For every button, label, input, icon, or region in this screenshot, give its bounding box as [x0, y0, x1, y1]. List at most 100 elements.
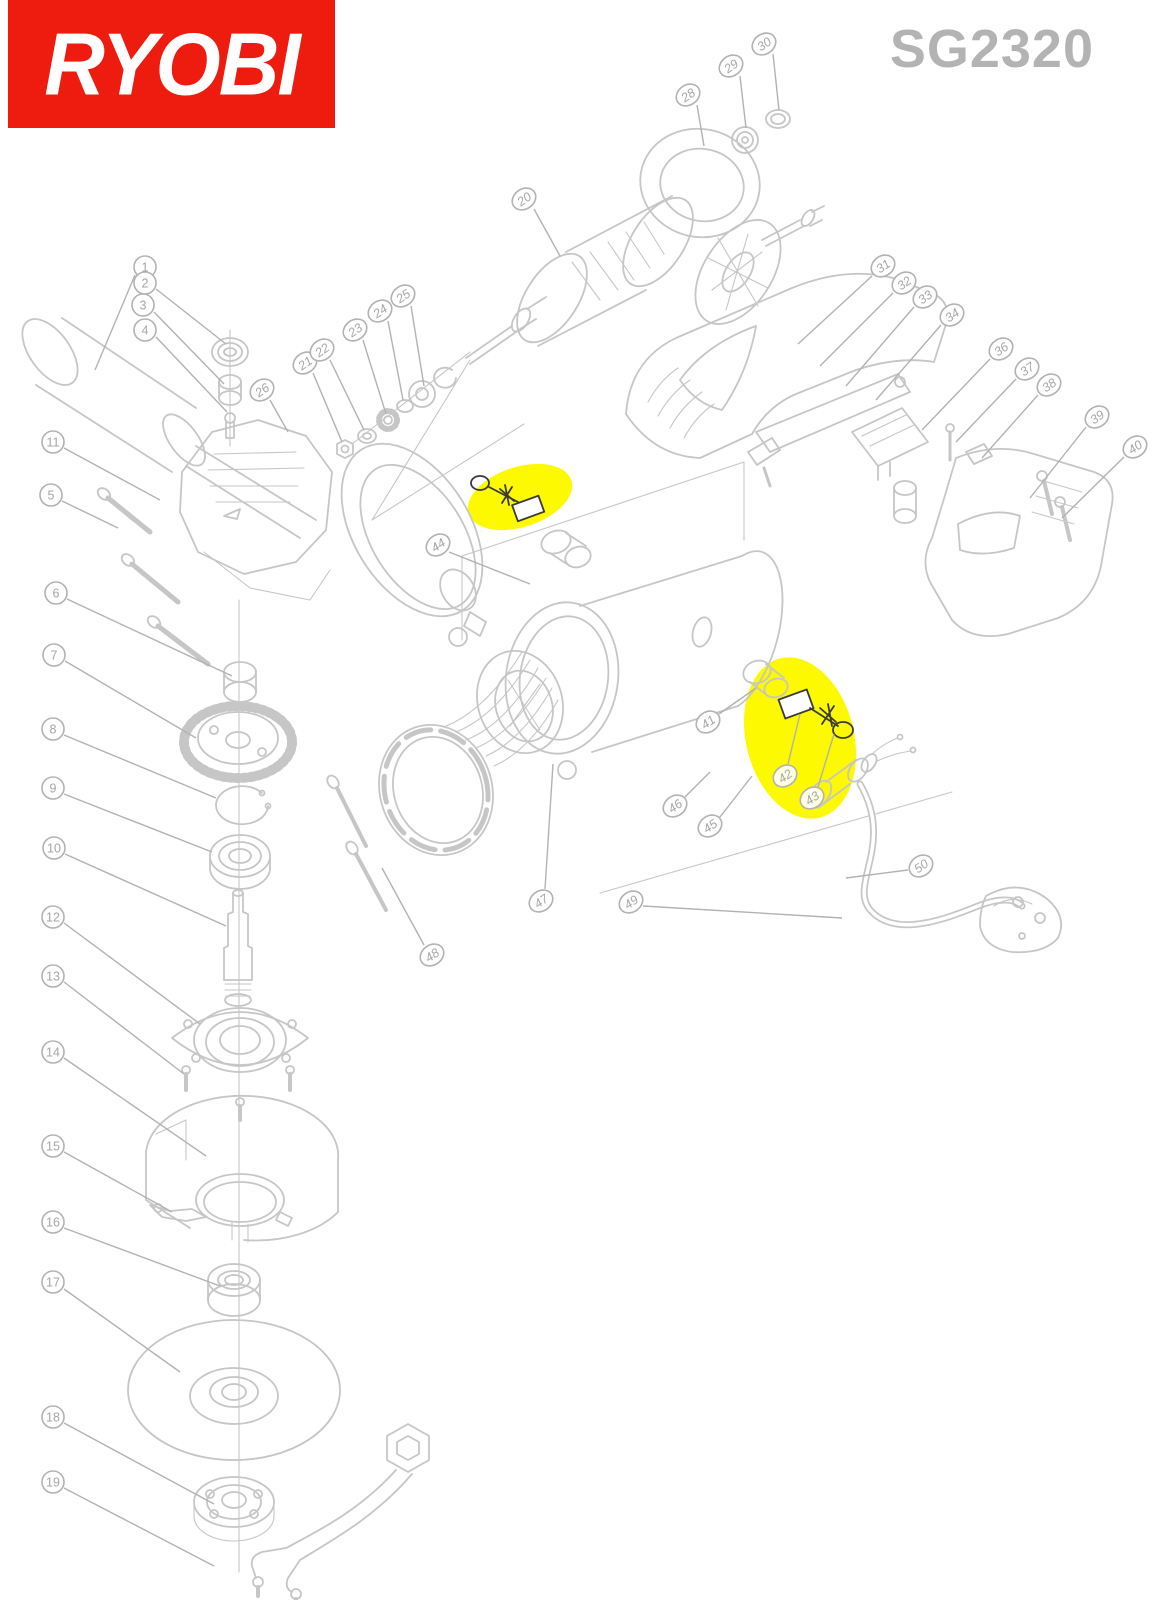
callout-18-leader: [63, 1422, 215, 1505]
callout-46: 46: [662, 794, 688, 818]
callout-21-leader: [312, 372, 343, 443]
callout-33-leader: [845, 306, 915, 387]
svg-text:17: 17: [46, 1276, 60, 1290]
svg-text:14: 14: [46, 1046, 60, 1060]
callout-32: 32: [891, 271, 917, 295]
callout-16: 16: [41, 1210, 65, 1234]
carbon-brush-left-art: [470, 475, 546, 523]
callout-46-leader: [684, 771, 711, 798]
callout-2: 2: [133, 271, 157, 295]
svg-text:41: 41: [699, 713, 718, 732]
callout-6: 6: [44, 581, 68, 605]
callout-13-leader: [63, 981, 185, 1075]
callout-25: 25: [390, 284, 416, 308]
svg-text:44: 44: [429, 536, 448, 555]
callout-12-leader: [63, 922, 201, 1025]
svg-text:36: 36: [992, 340, 1011, 359]
callout-49: 49: [618, 890, 644, 914]
callout-30-leader: [772, 53, 780, 111]
callout-9: 9: [41, 776, 65, 800]
callout-7-leader: [64, 660, 197, 739]
bearing-plate-art: [639, 109, 791, 239]
callout-4: 4: [133, 318, 157, 342]
callout-8-leader: [63, 734, 217, 799]
svg-text:31: 31: [874, 257, 893, 276]
ryobi-logo-text: RYOBI: [44, 14, 301, 114]
callout-19: 19: [41, 1470, 65, 1494]
callout-number-layer: 1234115678910121314151617181920212223242…: [39, 32, 1148, 1494]
callout-15: 15: [41, 1134, 65, 1158]
callout-48: 48: [419, 943, 445, 967]
callout-10: 10: [42, 836, 66, 860]
carbon-brush-right-art: [777, 688, 854, 739]
exploded-diagram-art: [21, 109, 1114, 1600]
callout-40-leader: [1061, 456, 1125, 519]
svg-text:46: 46: [666, 797, 685, 816]
callout-45: 45: [697, 814, 723, 838]
callout-11: 11: [41, 430, 65, 454]
callout-50: 50: [908, 854, 934, 878]
motor-housing-art: [448, 529, 789, 780]
callout-11-leader: [63, 447, 161, 501]
callout-31-leader: [797, 275, 873, 345]
callout-41: 41: [695, 710, 721, 734]
callout-47-leader: [544, 763, 554, 890]
callout-48-leader: [381, 867, 425, 946]
side-handle-art: [21, 317, 487, 637]
callout-29: 29: [718, 54, 744, 78]
ryobi-logo: RYOBI: [8, 0, 335, 128]
callout-24-leader: [387, 320, 404, 401]
callout-38: 38: [1036, 373, 1062, 397]
callout-1-leader: [94, 274, 136, 371]
callout-12: 12: [41, 905, 65, 929]
svg-text:32: 32: [895, 274, 914, 293]
callout-9-leader: [63, 793, 213, 853]
grinding-disc-art: [127, 1319, 341, 1461]
svg-text:11: 11: [47, 436, 60, 450]
callout-25-leader: [410, 305, 425, 387]
callout-32-leader: [819, 292, 894, 367]
switch-parts-art: [747, 407, 993, 524]
svg-text:50: 50: [912, 857, 931, 876]
callout-22: 22: [309, 338, 335, 362]
callout-23: 23: [342, 318, 368, 342]
callout-42-leader: [787, 713, 801, 765]
svg-text:3: 3: [140, 299, 147, 313]
spacer-art: [223, 661, 257, 703]
callout-16-leader: [63, 1227, 221, 1287]
clamp-nut-art: [193, 1476, 275, 1542]
retaining-ring-art: [215, 785, 272, 826]
callout-40: 40: [1122, 435, 1148, 459]
svg-text:9: 9: [50, 782, 57, 796]
callout-6-leader: [66, 598, 233, 677]
svg-text:8: 8: [50, 723, 57, 737]
callout-34: 34: [939, 303, 965, 327]
wheel-guard-art: [145, 1094, 340, 1243]
callout-34-leader: [875, 324, 942, 401]
svg-text:13: 13: [46, 970, 60, 984]
callout-17: 17: [41, 1270, 65, 1294]
callout-36: 36: [988, 337, 1014, 361]
svg-text:48: 48: [423, 946, 442, 965]
bearing-cover-art: [171, 1007, 309, 1122]
armature-art: [351, 195, 825, 445]
gear-housing-art: [179, 419, 333, 601]
callout-39-leader: [1029, 426, 1087, 499]
brush-highlight-left: [467, 463, 573, 531]
callout-42: 42: [772, 764, 798, 788]
svg-text:49: 49: [622, 893, 641, 912]
callout-5: 5: [39, 483, 63, 507]
callout-47: 47: [528, 889, 554, 913]
callout-3: 3: [131, 293, 155, 317]
rear-handle-lower-art: [924, 447, 1114, 638]
callout-36-leader: [921, 358, 991, 431]
callout-18: 18: [41, 1405, 65, 1429]
callout-37: 37: [1014, 357, 1040, 381]
callout-22-leader: [329, 359, 365, 431]
svg-text:34: 34: [943, 306, 962, 325]
callout-31: 31: [870, 254, 896, 278]
svg-text:18: 18: [46, 1411, 60, 1425]
callout-39: 39: [1084, 405, 1110, 429]
svg-text:39: 39: [1088, 408, 1107, 427]
svg-text:1: 1: [142, 261, 149, 275]
